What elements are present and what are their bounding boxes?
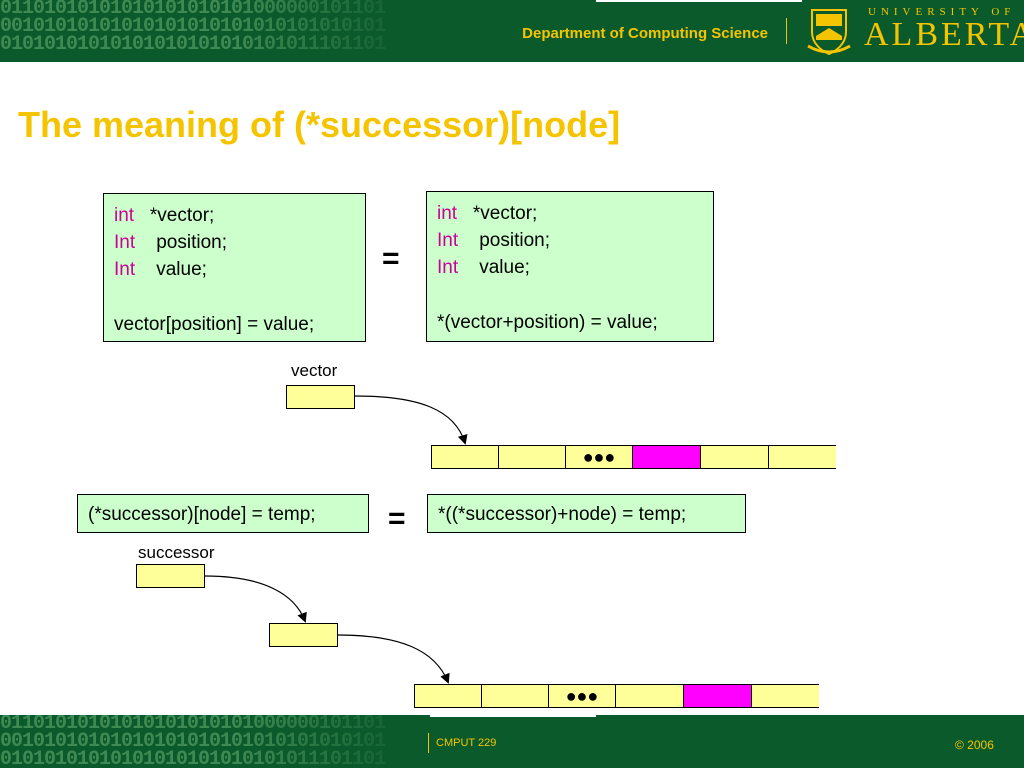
successor-label: successor [138, 543, 215, 562]
keyword: Int [114, 232, 136, 253]
array-cell [432, 446, 499, 468]
intermediate-pointer-cell [269, 623, 338, 647]
vector-arrow [354, 395, 468, 445]
code-statement: vector[position] = value; [114, 314, 315, 335]
successor-pointer-cell [136, 564, 205, 588]
code-text: value; [135, 259, 207, 280]
header-divider [786, 18, 787, 44]
array-cell [701, 446, 769, 468]
array-cell-highlighted [633, 446, 701, 468]
vector-array: ●●● [431, 445, 836, 469]
code-box-successor-pointer: *((*successor)+node) = temp; [427, 494, 746, 533]
code-text: *vector; [134, 205, 215, 226]
header-accent-line [596, 0, 802, 2]
array-ellipsis-cell: ●●● [566, 446, 633, 468]
keyword: Int [437, 257, 459, 278]
vector-label: vector [291, 361, 338, 380]
code-text: position; [458, 230, 551, 251]
ellipsis-dots: ●●● [582, 447, 616, 467]
equals-sign: = [388, 502, 406, 535]
array-cell [769, 446, 836, 468]
footer-divider [428, 733, 429, 753]
ellipsis-dots: ●●● [565, 686, 599, 706]
code-box-pointer: int *vector; Int position; Int value; *(… [426, 191, 714, 342]
vector-pointer-cell [286, 385, 355, 409]
keyword: Int [437, 230, 459, 251]
code-text: *vector; [457, 203, 538, 224]
successor-arrow [204, 575, 307, 623]
code-box-successor-subscript: (*successor)[node] = temp; [77, 494, 369, 533]
array-cell-highlighted [684, 685, 752, 707]
code-statement: *((*successor)+node) = temp; [438, 504, 687, 525]
binary-pattern: 01101010101010101010101000000101101 0010… [0, 0, 430, 62]
intermediate-arrow [337, 634, 450, 684]
code-text: value; [458, 257, 530, 278]
array-cell [482, 685, 549, 707]
university-label: UNIVERSITY OF [868, 6, 1016, 18]
copyright: © 2006 [955, 738, 994, 752]
array-cell [616, 685, 684, 707]
slide-title: The meaning of (*successor)[node] [18, 104, 621, 145]
successor-array: ●●● [414, 684, 819, 708]
code-statement: *(vector+position) = value; [437, 312, 658, 333]
footer-accent-line [430, 715, 596, 717]
array-cell [415, 685, 482, 707]
equals-sign: = [382, 242, 400, 275]
array-cell [499, 446, 566, 468]
university-crest-logo [807, 9, 851, 56]
keyword: int [437, 203, 458, 224]
code-statement: (*successor)[node] = temp; [88, 504, 316, 525]
department-name: Department of Computing Science [522, 25, 768, 42]
code-box-subscript: int *vector; Int position; Int value; ve… [103, 193, 366, 342]
university-name: ALBERTA [864, 16, 1024, 53]
array-cell [752, 685, 819, 707]
keyword: int [114, 205, 135, 226]
footer-band: 01101010101010101010101000000101101 0010… [0, 715, 1024, 768]
header-band: 01101010101010101010101000000101101 0010… [0, 0, 1024, 62]
code-text: position; [135, 232, 228, 253]
keyword: Int [114, 259, 136, 280]
course-code: CMPUT 229 [436, 737, 497, 749]
array-ellipsis-cell: ●●● [549, 685, 616, 707]
binary-pattern: 01101010101010101010101000000101101 0010… [0, 715, 430, 768]
